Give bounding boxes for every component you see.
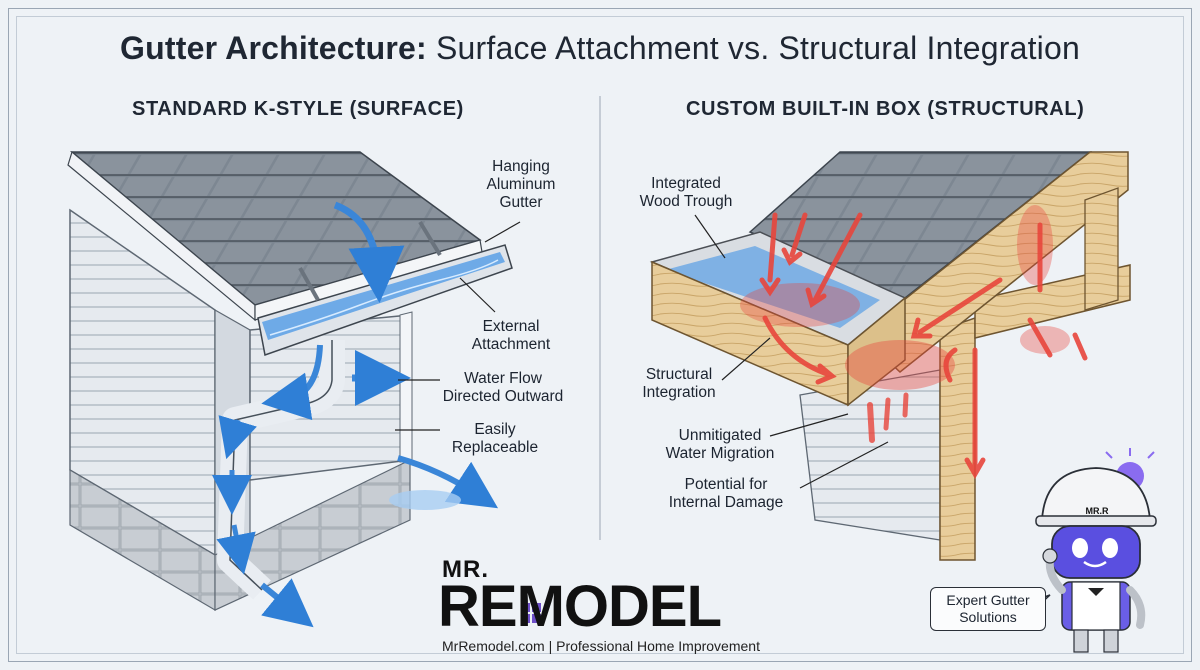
label-external-attachment: External Attachment <box>471 318 551 353</box>
right-house-illustration <box>649 151 1131 561</box>
logo-grid-icon <box>521 603 541 623</box>
left-house-illustration <box>67 150 521 628</box>
left-panel-heading: STANDARD K-STYLE (SURFACE) <box>132 98 464 120</box>
leader-migration <box>769 413 849 437</box>
right-panel-heading: CUSTOM BUILT-IN BOX (STRUCTURAL) <box>686 98 1085 120</box>
inner-frame <box>16 16 1184 654</box>
page-title: Gutter Architecture: Surface Attachment … <box>120 30 1080 66</box>
leader-structural <box>721 337 771 381</box>
label-easily-replaceable: Easily Replaceable <box>451 421 539 456</box>
label-structural-integration: Structural Integration <box>642 366 716 401</box>
logo-tagline: MrRemodel.com | Professional Home Improv… <box>442 638 760 654</box>
mascot-badge-text: MR.R <box>1085 506 1109 516</box>
mascot-robot-icon <box>1035 448 1157 653</box>
label-water-migration: Unmitigated Water Migration <box>665 427 775 462</box>
leader-hanging <box>484 221 521 243</box>
outer-frame <box>8 8 1192 662</box>
logo-mr-text: MR. <box>442 556 489 583</box>
label-water-flow: Water Flow Directed Outward <box>442 370 564 405</box>
label-internal-damage: Potential for Internal Damage <box>668 476 784 511</box>
leader-damage <box>799 441 889 489</box>
leader-trough <box>694 214 726 259</box>
leader-external <box>459 277 496 313</box>
mascot-callout: Expert Gutter Solutions <box>930 587 1046 631</box>
logo-remodel-text: REMODEL <box>438 574 722 639</box>
label-hanging-gutter: Hanging Aluminum Gutter <box>486 158 556 211</box>
label-integrated-trough: Integrated Wood Trough <box>639 175 733 210</box>
